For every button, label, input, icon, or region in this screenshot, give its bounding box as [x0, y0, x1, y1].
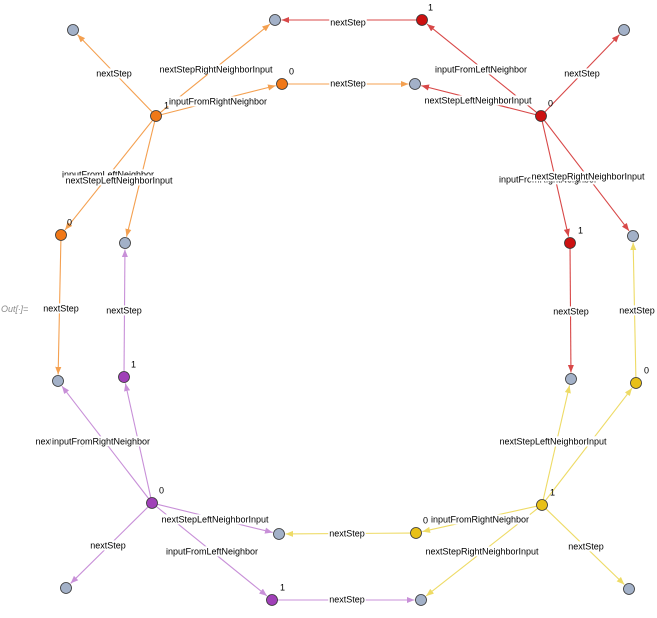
edge-label: inputFromRightNeighbor [52, 436, 150, 446]
edge-label: nextStep [330, 17, 366, 27]
node-state-label: 0 [289, 66, 294, 76]
node-state-label: 1 [578, 225, 583, 235]
node-layer: 0 1 1 1 0 0 0 1 1 1 0 0 [52, 2, 649, 606]
edge-label: inputFromLeftNeighbor [435, 64, 527, 74]
graph-node-p2 [266, 594, 278, 606]
edge-label-background [424, 546, 541, 557]
edge-label: inputFromLeftNeighbor [62, 169, 154, 179]
graph-node-o2 [55, 229, 67, 241]
edge-label-background [105, 305, 143, 316]
output-cell-label: Out[∙]= [1, 304, 28, 314]
graph-node-g_left_low [52, 375, 64, 387]
edge-label: inputFromRightNeighbor [169, 96, 267, 106]
edge-label: nextStep [564, 68, 600, 78]
edge-label: nextStep [553, 306, 589, 316]
node-state-label: 0 [423, 515, 428, 525]
graph-node-y0 [536, 499, 548, 511]
edge-label-background [552, 306, 590, 317]
node-state-label: 0 [644, 365, 649, 375]
graph-node-r1 [416, 14, 428, 26]
edge-label: nextStep [43, 303, 79, 313]
edge-label-background [42, 303, 80, 314]
graph-node-g_tl [67, 24, 79, 36]
edge-label-background [158, 64, 275, 75]
edge-label-background [60, 169, 156, 180]
edge-label-background [433, 64, 529, 75]
graph-node-g_bot_mid [273, 528, 285, 540]
edge-label-background [167, 96, 269, 107]
graph-node-g_mid_top [409, 78, 421, 90]
edge-label-background [423, 95, 534, 106]
graph-node-g_bot [415, 594, 427, 606]
edge-label: nextStep [619, 305, 655, 315]
edge-label: inputFromRightNeighbor [431, 514, 529, 524]
graph-node-y2 [410, 527, 422, 539]
node-state-label: 1 [131, 359, 136, 369]
edge-label: nextStepLeftNeighborInput [65, 175, 173, 185]
graph-node-y1 [630, 377, 642, 389]
graph-node-g_left_mid [119, 237, 131, 249]
edge-label: nextStepLeftNeighborInput [499, 436, 607, 446]
edge-label: inputFromLeftNeighbor [166, 546, 258, 556]
graph-node-g_tr [618, 24, 630, 36]
edge-label-background [64, 175, 175, 186]
edge-label-background [563, 68, 601, 79]
edge-label-background [160, 514, 271, 525]
edge-label-background [329, 78, 367, 89]
graph-node-r2 [564, 237, 576, 249]
graph-node-g_right_mid [627, 230, 639, 242]
label-layer: nextStep inputFromLeftNeighbor nextStep nex… [34, 17, 656, 605]
edge-label-background [530, 171, 647, 182]
graph-node-g_br [623, 583, 635, 595]
edge-label-background [329, 17, 367, 28]
graph-node-o0 [150, 110, 162, 122]
edge-label-background [429, 514, 531, 525]
edge-label: nextStep [329, 594, 365, 604]
edge-label-background [95, 68, 133, 79]
graph-node-r0 [535, 110, 547, 122]
graph-node-g_top [269, 14, 281, 26]
edge-label-background [50, 436, 152, 447]
node-state-label: 0 [548, 98, 553, 108]
edge-label-background [89, 540, 127, 551]
graph-node-p1 [118, 371, 130, 383]
edge-label: nextStep [90, 540, 126, 550]
edge-label: nextStep [330, 78, 366, 88]
edge-label: nextStepLeftNeighborInput [161, 514, 269, 524]
node-state-label: 1 [164, 100, 169, 110]
graph-node-o1 [276, 78, 288, 90]
edge-label: nextStep [329, 528, 365, 538]
edge-label-background [567, 541, 605, 552]
edge-label-background [164, 546, 260, 557]
edge-label: nextStepRightNeighborInput [531, 171, 645, 181]
graph-node-p0 [146, 497, 158, 509]
graph-node-g_right_low [565, 373, 577, 385]
edge-label-background [498, 436, 609, 447]
node-state-label: 0 [67, 217, 72, 227]
edge-label: nextStep [568, 541, 604, 551]
node-state-label: 1 [550, 487, 555, 497]
edge-label: nextStep [106, 305, 142, 315]
edge-label-background [618, 305, 656, 316]
edge-label-background [328, 528, 366, 539]
edge-label: nextStepRightNeighborInput [425, 546, 539, 556]
node-state-label: 0 [159, 485, 164, 495]
graph-node-g_bl [60, 582, 72, 594]
edge-label: nextStepLeftNeighborInput [424, 95, 532, 105]
edge-label: nextStep [96, 68, 132, 78]
node-state-label: 1 [280, 582, 285, 592]
node-state-label: 1 [428, 2, 433, 12]
edge-label-background [328, 594, 366, 605]
edge-label: nextStepRightNeighborInput [159, 64, 273, 74]
